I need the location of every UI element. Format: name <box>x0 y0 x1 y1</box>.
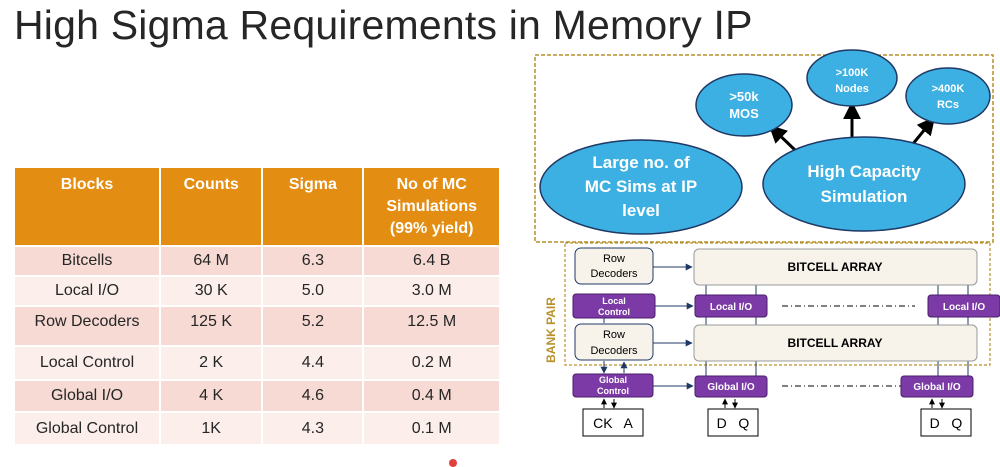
row-decoders-bottom: Row Decoders <box>574 323 654 361</box>
sigma-table: Blocks Counts Sigma No of MC Simulations… <box>15 168 499 444</box>
local-control-line-2: Control <box>598 307 630 317</box>
cell-count: 64 M <box>160 245 264 276</box>
header-blocks: Blocks <box>15 168 162 246</box>
rcs-line-2: RCs <box>937 99 959 111</box>
cell-sims: 0.1 M <box>363 411 499 444</box>
capacity-line-2: Simulation <box>821 187 908 206</box>
table-row: Row Decoders 125 K 5.2 12.5 M <box>15 305 499 346</box>
mos-line-1: >50k <box>729 89 759 104</box>
table-header-row: Blocks Counts Sigma No of MC Simulations… <box>15 168 499 246</box>
arrow-to-mos <box>768 124 797 152</box>
pins-io-left-box: D Q <box>707 408 759 437</box>
cell-sigma: 4.4 <box>262 345 365 380</box>
pins-io-right-label: D Q <box>930 415 963 431</box>
table-row: Local I/O 30 K 5.0 3.0 M <box>15 275 499 306</box>
cell-sigma: 6.3 <box>262 245 365 276</box>
header-sigma: Sigma <box>262 168 365 246</box>
local-io-left: Local I/O <box>694 294 768 318</box>
cell-sigma: 4.3 <box>262 411 365 444</box>
row-decoders-top-line-2: Decoders <box>590 268 638 280</box>
cell-sims: 3.0 M <box>363 275 499 306</box>
local-control-line-1: Local <box>602 296 626 306</box>
header-mc-simulations: No of MC Simulations (99% yield) <box>363 168 499 246</box>
cell-block: Local I/O <box>15 275 162 306</box>
global-control-line-2: Control <box>597 386 629 396</box>
bank-pair-label: BANK PAIR <box>544 297 558 363</box>
cell-block: Row Decoders <box>15 305 162 346</box>
pins-control-box: CK A <box>582 408 644 437</box>
nodes-bubble: >100K Nodes <box>806 49 898 107</box>
cell-count: 2 K <box>160 345 264 380</box>
bitcell-array-top-label: BITCELL ARRAY <box>788 260 883 274</box>
page-title: High Sigma Requirements in Memory IP <box>14 2 753 48</box>
cell-count: 125 K <box>160 305 264 346</box>
bitcell-array-top: BITCELL ARRAY <box>693 248 978 286</box>
row-decoders-top: Row Decoders <box>574 247 654 285</box>
cell-block: Local Control <box>15 345 162 380</box>
nodes-line-1: >100K <box>836 67 869 79</box>
pins-io-right-box: D Q <box>920 408 972 437</box>
cell-count: 30 K <box>160 275 264 306</box>
row-decoders-bottom-line-1: Row <box>603 329 625 341</box>
capacity-line-1: High Capacity <box>807 162 921 181</box>
cell-block: Global I/O <box>15 379 162 412</box>
rcs-bubble: >400K RCs <box>905 67 991 125</box>
bitcell-array-bottom-label: BITCELL ARRAY <box>788 336 883 350</box>
global-control-line-1: Global <box>599 375 627 385</box>
table-row: Global I/O 4 K 4.6 0.4 M <box>15 379 499 412</box>
mc-sims-line-1: Large no. of <box>592 153 690 172</box>
global-control-block: Global Control <box>572 373 654 398</box>
row-decoders-bottom-line-2: Decoders <box>590 345 638 357</box>
cell-sims: 0.2 M <box>363 345 499 380</box>
global-io-right: Global I/O <box>900 375 974 398</box>
header-counts: Counts <box>160 168 264 246</box>
mc-sims-line-2: MC Sims at IP <box>585 177 697 196</box>
row-decoders-top-line-1: Row <box>603 253 625 265</box>
cell-sigma: 4.6 <box>262 379 365 412</box>
cell-sims: 0.4 M <box>363 379 499 412</box>
cell-sigma: 5.0 <box>262 275 365 306</box>
table-row: Bitcells 64 M 6.3 6.4 B <box>15 245 499 276</box>
rcs-line-1: >400K <box>932 83 965 95</box>
laser-pointer-dot <box>449 459 457 467</box>
bitcell-array-bottom: BITCELL ARRAY <box>693 324 978 362</box>
pins-io-left-label: D Q <box>717 415 750 431</box>
cell-count: 4 K <box>160 379 264 412</box>
table-row: Global Control 1K 4.3 0.1 M <box>15 411 499 444</box>
cell-sims: 12.5 M <box>363 305 499 346</box>
mc-sims-bubble: Large no. of MC Sims at IP level <box>539 139 743 235</box>
requirements-frame <box>534 54 994 243</box>
mos-line-2: MOS <box>729 106 759 121</box>
cell-block: Bitcells <box>15 245 162 276</box>
mos-bubble: >50k MOS <box>695 73 793 137</box>
local-control-block: Local Control <box>572 293 656 319</box>
table-row: Local Control 2 K 4.4 0.2 M <box>15 345 499 380</box>
local-io-right: Local I/O <box>927 294 1000 318</box>
local-io-right-label: Local I/O <box>943 302 985 313</box>
cell-sigma: 5.2 <box>262 305 365 346</box>
mc-sims-line-3: level <box>622 201 660 220</box>
global-io-left-label: Global I/O <box>707 382 754 393</box>
local-io-left-label: Local I/O <box>710 302 752 313</box>
global-io-right-label: Global I/O <box>913 382 960 393</box>
cell-block: Global Control <box>15 411 162 444</box>
cell-count: 1K <box>160 411 264 444</box>
capacity-bubble: High Capacity Simulation <box>762 136 966 232</box>
pins-control-label: CK A <box>593 415 633 431</box>
cell-sims: 6.4 B <box>363 245 499 276</box>
nodes-line-2: Nodes <box>835 83 869 95</box>
global-io-left: Global I/O <box>694 375 768 398</box>
